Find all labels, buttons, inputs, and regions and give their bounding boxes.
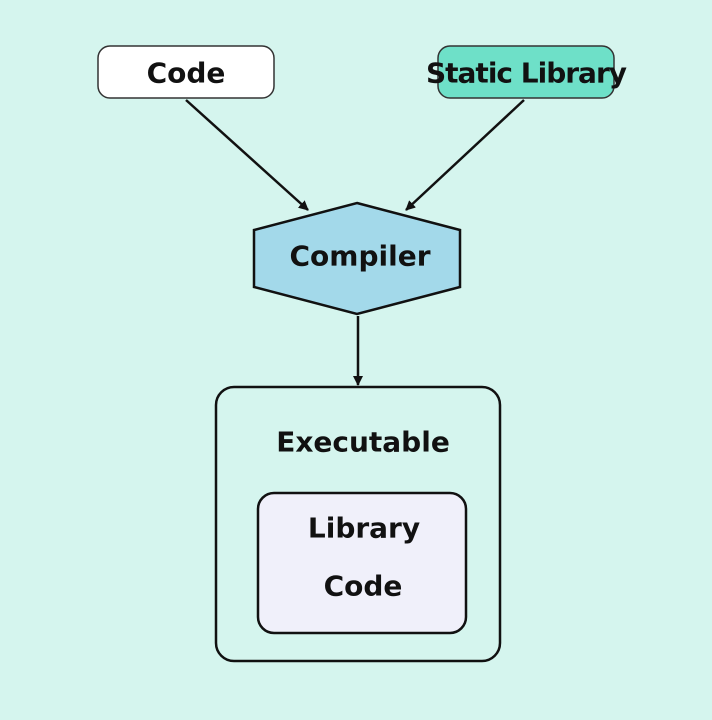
static-library-node-shape [437, 45, 615, 99]
static-library-node-label: Static Library [426, 57, 627, 90]
library-code-node: Library Code [256, 491, 468, 635]
code-node: Code [97, 45, 275, 99]
library-code-label-line2: Code [324, 570, 403, 603]
compiler-node-shape [252, 201, 462, 316]
edge-code-to-compiler [185, 99, 309, 211]
compiler-node: Compiler [252, 201, 462, 316]
executable-node-label: Executable [276, 426, 450, 459]
code-node-label: Code [147, 57, 226, 90]
library-code-label-line1: Library [308, 512, 420, 545]
static-library-node: Static Library [426, 45, 628, 99]
edges [185, 99, 525, 386]
library-code-node-shape [256, 491, 468, 635]
code-node-shape [97, 45, 275, 99]
edge-static-library-to-compiler [405, 99, 525, 211]
compiler-node-label: Compiler [290, 240, 431, 273]
